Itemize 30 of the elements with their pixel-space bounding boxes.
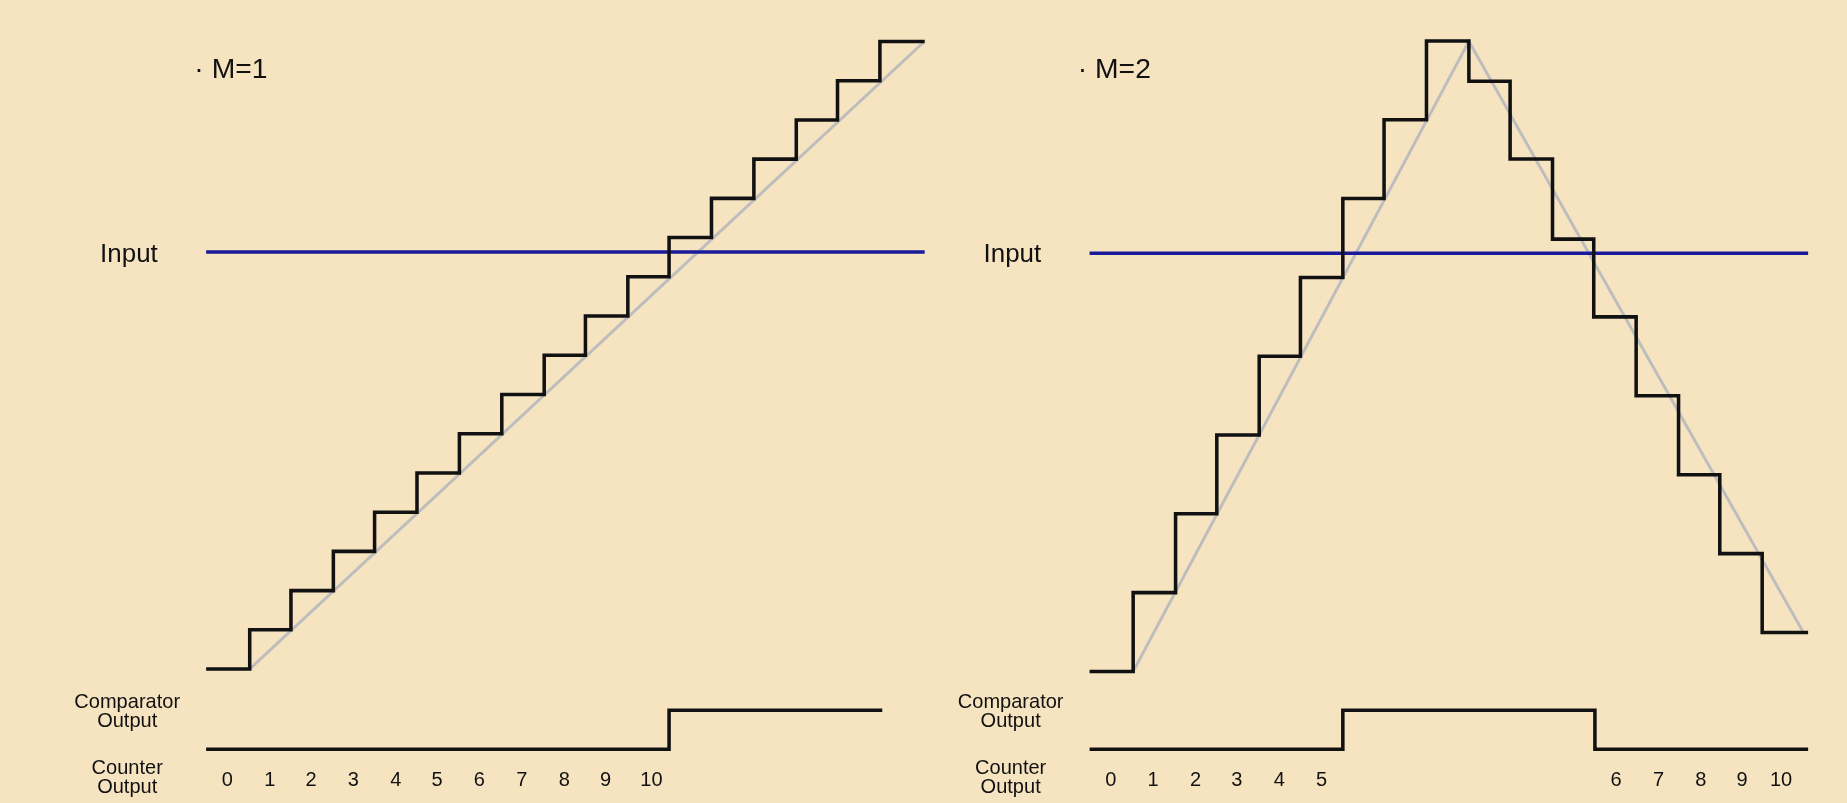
count-number: 0: [1104, 769, 1118, 790]
signal-label: Counter Output: [974, 758, 1048, 797]
count-number: 6: [1609, 769, 1623, 790]
count-number: 1: [263, 769, 277, 790]
count-number: 9: [598, 769, 613, 790]
signal-label: Comparator Output: [73, 692, 182, 731]
count-number: 4: [1272, 769, 1286, 790]
count-number: 8: [1694, 769, 1708, 790]
count-number: 4: [389, 769, 403, 790]
panel-title: · M=2: [1077, 54, 1151, 83]
count-number: 5: [430, 769, 444, 790]
signal-label: Input: [983, 240, 1042, 267]
count-number: 2: [1189, 769, 1203, 790]
count-number: 8: [557, 769, 571, 790]
count-number: 3: [1230, 769, 1244, 790]
count-number: 2: [304, 769, 318, 790]
signal-label: Comparator Output: [956, 692, 1065, 731]
count-number: 5: [1315, 769, 1329, 790]
count-number: 3: [346, 769, 360, 790]
count-number: 0: [220, 769, 234, 790]
count-number: 10: [1768, 769, 1794, 790]
panel-title: · M=1: [194, 54, 268, 83]
count-number: 7: [515, 769, 529, 790]
count-number: 7: [1651, 769, 1666, 790]
signal-label: Input: [100, 240, 158, 267]
count-number: 10: [639, 769, 664, 790]
count-number: 6: [472, 769, 486, 790]
count-number: 1: [1146, 769, 1160, 790]
count-number: 9: [1735, 769, 1749, 790]
signal-label: Counter Output: [90, 758, 164, 797]
